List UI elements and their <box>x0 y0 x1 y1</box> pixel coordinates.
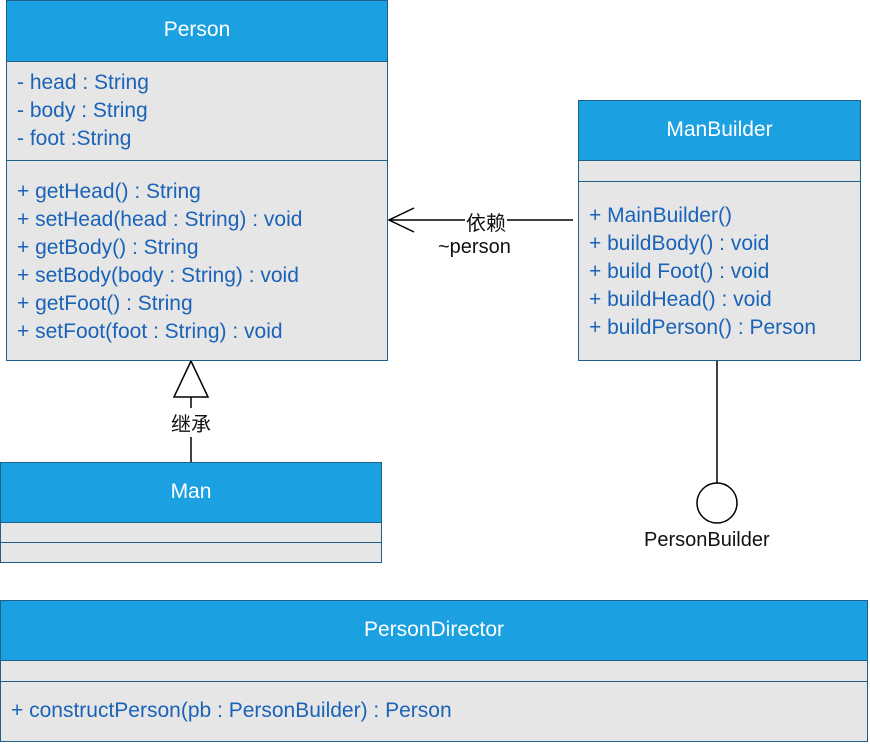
man-builder-method: + MainBuilder() <box>589 204 732 227</box>
interface-circle <box>696 482 738 524</box>
man-builder-method: + buildBody() : void <box>589 232 770 255</box>
inheritance-label: 继承 <box>170 408 212 437</box>
dependency-label: 依赖 <box>465 207 507 236</box>
man-builder-class[interactable]: ManBuilder + MainBuilder() + buildBody()… <box>578 100 861 361</box>
person-attributes: - head : String - body : String - foot :… <box>7 62 387 161</box>
interface-name-label: PersonBuilder <box>644 529 770 551</box>
person-director-method: + constructPerson(pb : PersonBuilder) : … <box>11 699 452 722</box>
person-class[interactable]: Person - head : String - body : String -… <box>6 0 388 361</box>
man-builder-method: + buildPerson() : Person <box>589 316 817 339</box>
person-director-methods: + constructPerson(pb : PersonBuilder) : … <box>1 682 867 725</box>
man-attributes <box>1 523 381 543</box>
person-attribute: - body : String <box>17 99 148 122</box>
person-attribute: - head : String <box>17 71 149 94</box>
person-method: + setFoot(foot : String) : void <box>17 320 283 343</box>
man-class[interactable]: Man <box>0 462 382 563</box>
person-methods: + getHead() : String + setHead(head : St… <box>7 161 387 346</box>
inheritance-triangle <box>172 359 210 398</box>
person-method: + getFoot() : String <box>17 292 193 315</box>
dependency-arrowhead <box>387 207 415 233</box>
person-method: + getHead() : String <box>17 180 201 203</box>
person-class-title: Person <box>7 1 387 62</box>
man-builder-attributes <box>579 161 860 182</box>
man-builder-methods: + MainBuilder() + buildBody() : void + b… <box>579 182 860 342</box>
person-director-class[interactable]: PersonDirector + constructPerson(pb : Pe… <box>0 600 868 742</box>
man-builder-method: + buildHead() : void <box>589 288 772 311</box>
dependency-role-label: ~person <box>438 236 511 258</box>
person-method: + getBody() : String <box>17 236 199 259</box>
person-attribute: - foot :String <box>17 127 132 150</box>
man-builder-method: + build Foot() : void <box>589 260 770 283</box>
man-class-title: Man <box>1 463 381 523</box>
person-director-class-title: PersonDirector <box>1 601 867 661</box>
person-method: + setHead(head : String) : void <box>17 208 303 231</box>
person-director-attributes <box>1 661 867 682</box>
person-method: + setBody(body : String) : void <box>17 264 299 287</box>
man-builder-class-title: ManBuilder <box>579 101 860 161</box>
man-methods <box>1 543 381 561</box>
